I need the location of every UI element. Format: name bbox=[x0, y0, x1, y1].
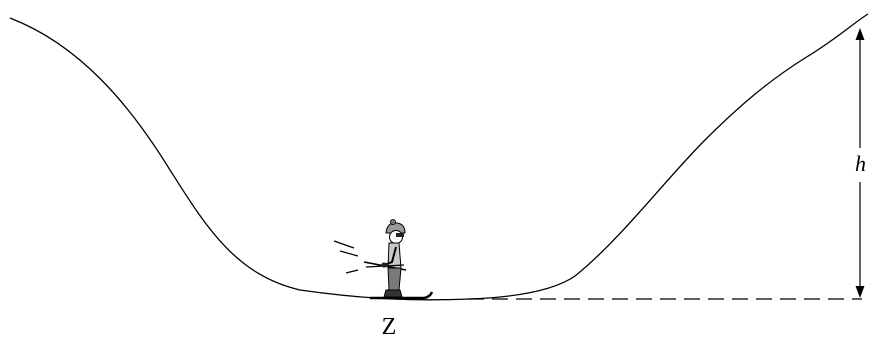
height-dimension-arrow bbox=[855, 28, 865, 298]
height-label: h bbox=[855, 151, 866, 176]
arrow-down-icon bbox=[855, 286, 865, 298]
skier-legs bbox=[387, 267, 402, 291]
speed-line-1 bbox=[333, 240, 355, 249]
speed-line-3 bbox=[345, 269, 359, 274]
skier-goggles bbox=[396, 233, 404, 237]
skier-icon bbox=[333, 218, 434, 300]
speed-line-2 bbox=[339, 250, 359, 257]
skier-hat bbox=[385, 222, 406, 234]
glove bbox=[381, 262, 387, 268]
skier-boots bbox=[383, 289, 403, 298]
arrow-up-icon bbox=[855, 28, 865, 40]
valley-slope-curve bbox=[9, 13, 869, 301]
point-label: Z bbox=[382, 314, 397, 339]
hat-pompom bbox=[389, 218, 396, 225]
ski bbox=[370, 291, 434, 300]
skier-arm bbox=[383, 246, 397, 266]
